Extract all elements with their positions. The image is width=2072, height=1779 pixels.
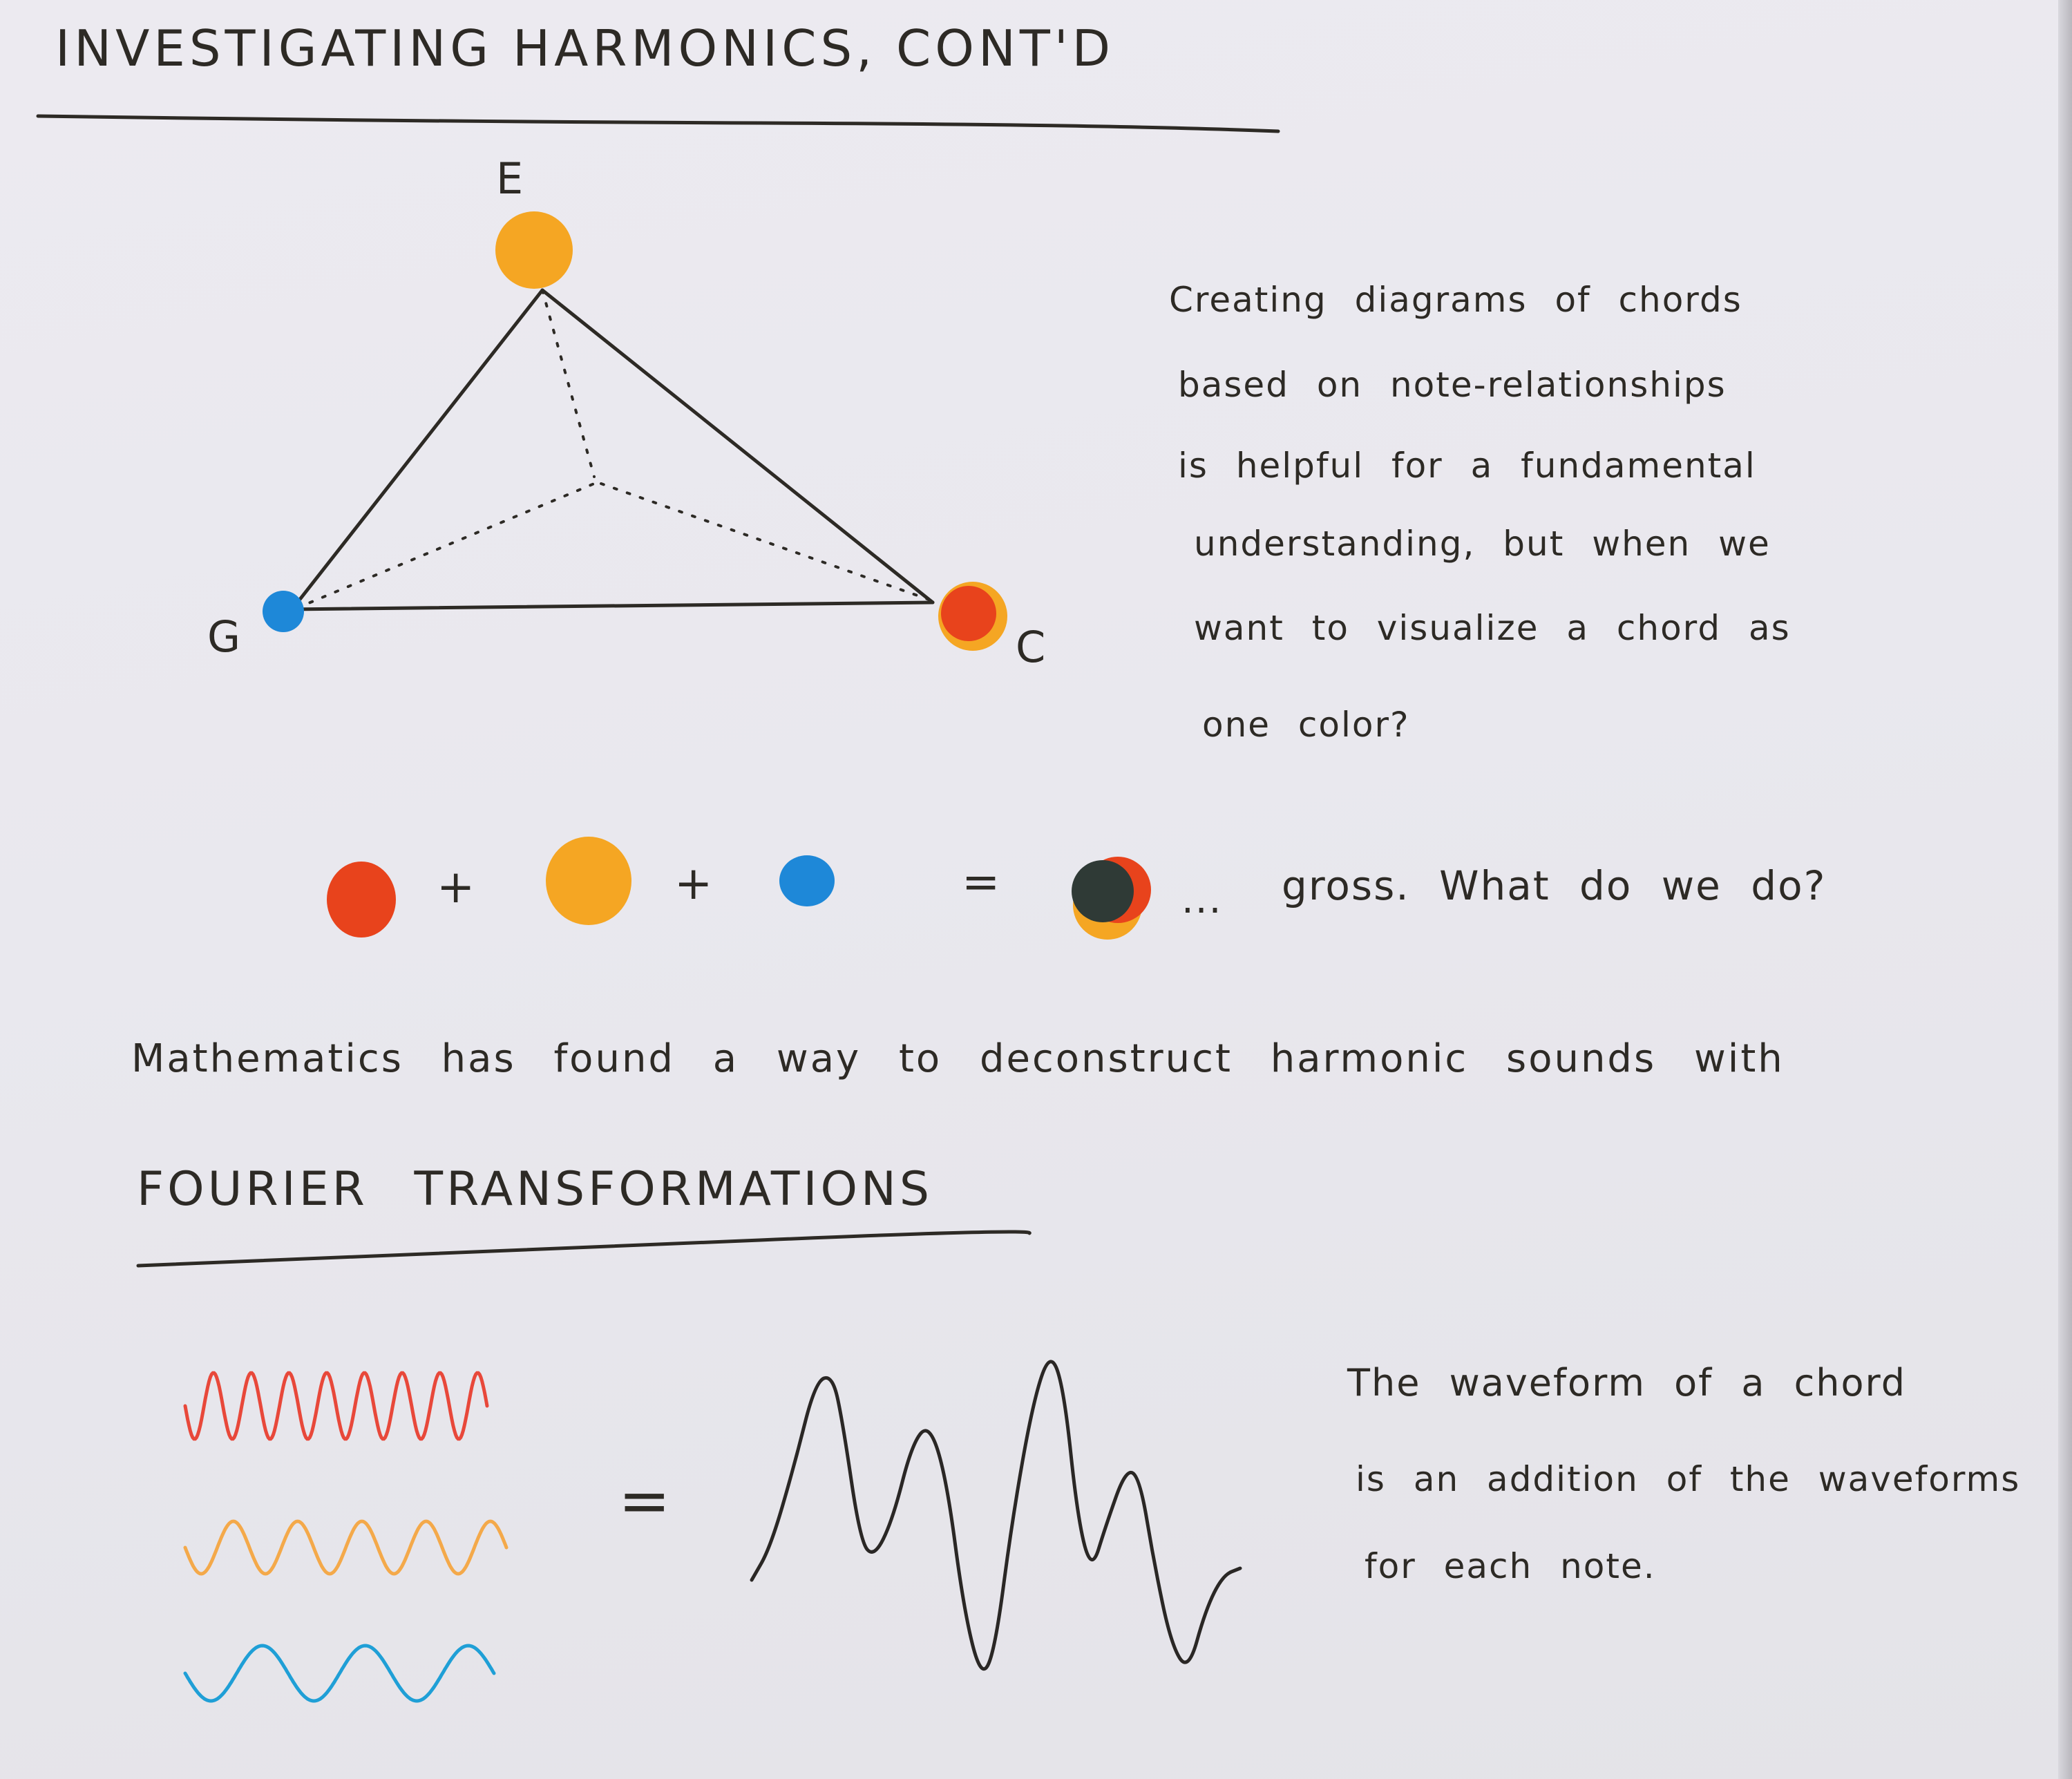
equation-orange-dot bbox=[546, 837, 631, 925]
paragraph1-line-6: one color? bbox=[1202, 705, 1410, 745]
triangle-edge-e-c bbox=[540, 288, 935, 605]
fourier-heading: FOURIER TRANSFORMATIONS bbox=[137, 1162, 933, 1217]
paragraph1-line-1: Creating diagrams of chords bbox=[1169, 280, 1742, 320]
equals-sign-1: = bbox=[962, 855, 1000, 908]
ellipsis: ... bbox=[1181, 877, 1223, 922]
mathematics-sentence: Mathematics has found a way to deconstru… bbox=[131, 1036, 1785, 1081]
label-g: G bbox=[207, 611, 241, 662]
paragraph1-line-5: want to visualize a chord as bbox=[1194, 608, 1791, 648]
dotted-edge-e-center bbox=[541, 289, 596, 478]
blue-sine-wave bbox=[183, 1644, 496, 1703]
paragraph2-line-3: for each note. bbox=[1365, 1546, 1656, 1586]
paragraph2-line-2: is an addition of the waveforms bbox=[1356, 1459, 2021, 1499]
paragraph1-line-4: understanding, but when we bbox=[1194, 524, 1771, 564]
title-underline bbox=[36, 114, 1280, 133]
equation-mixed-dot bbox=[1072, 860, 1134, 922]
note-e-dot bbox=[495, 211, 573, 289]
chord-waveform bbox=[750, 1360, 1242, 1671]
fourier-underline bbox=[136, 1230, 1032, 1268]
triangle-edge-g-c bbox=[287, 600, 935, 611]
equals-sign-2: = bbox=[618, 1465, 671, 1537]
label-c: C bbox=[1016, 622, 1046, 672]
plus-sign-1: + bbox=[437, 860, 475, 913]
equation-blue-dot bbox=[779, 855, 835, 906]
paragraph1-line-3: is helpful for a fundamental bbox=[1178, 446, 1756, 486]
equation-red-dot bbox=[327, 862, 396, 938]
notebook-edge bbox=[2058, 0, 2072, 1779]
note-g-dot bbox=[263, 591, 304, 632]
note-c-dot bbox=[941, 586, 996, 641]
red-sine-wave bbox=[183, 1371, 489, 1441]
orange-sine-wave bbox=[183, 1519, 509, 1576]
paragraph2-line-1: The waveform of a chord bbox=[1347, 1361, 1907, 1405]
gross-comment: gross. What do we do? bbox=[1282, 862, 1827, 909]
page-title: INVESTIGATING HARMONICS, CONT'D bbox=[55, 19, 1115, 77]
paragraph1-line-2: based on note-relationships bbox=[1178, 365, 1727, 405]
triangle-edge-e-g bbox=[287, 288, 544, 616]
dotted-edge-center-c bbox=[600, 482, 931, 601]
plus-sign-2: + bbox=[674, 857, 713, 910]
label-e: E bbox=[496, 153, 524, 204]
